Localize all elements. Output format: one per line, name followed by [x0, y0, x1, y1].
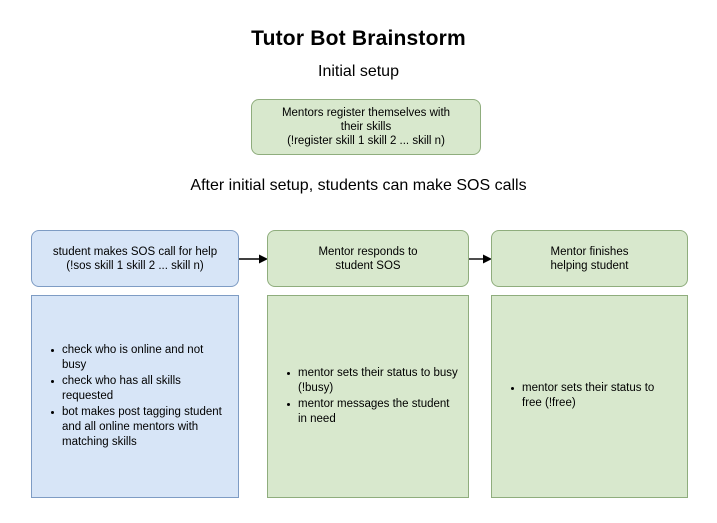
node-mentors-register: Mentors register themselves with their s… — [251, 99, 481, 155]
node-mentors-register-label: Mentors register themselves with their s… — [281, 107, 451, 147]
node-mentor-responds-label: Mentor responds to student SOS — [318, 245, 418, 272]
list-item: check who has all skills requested — [51, 374, 228, 404]
node-mentor-responds: Mentor responds to student SOS — [267, 230, 469, 287]
page-title: Tutor Bot Brainstorm — [251, 27, 466, 50]
node-student-sos-call: student makes SOS call for help (!sos sk… — [31, 230, 239, 287]
arrow-right-icon — [469, 254, 492, 264]
list-item: mentor sets their status to busy (!busy) — [287, 366, 458, 394]
subtitle-initial-setup: Initial setup — [318, 63, 399, 80]
bullet-list: mentor sets their status to free (!free) — [492, 381, 687, 412]
section-heading-sos-calls: After initial setup, students can make S… — [190, 177, 527, 194]
node-mentor-finishes-label: Mentor finishes helping student — [550, 245, 629, 272]
panel-mentor-busy: mentor sets their status to busy (!busy)… — [267, 295, 469, 498]
arrow-right-icon — [239, 254, 268, 264]
bullet-list: check who is online and not busy check w… — [32, 343, 238, 451]
panel-student-checks: check who is online and not busy check w… — [31, 295, 239, 498]
list-item: check who is online and not busy — [51, 343, 228, 373]
bullet-list: mentor sets their status to busy (!busy)… — [268, 366, 468, 428]
list-item: mentor messages the student in need — [287, 397, 458, 427]
panel-mentor-free: mentor sets their status to free (!free) — [491, 295, 688, 498]
node-mentor-finishes: Mentor finishes helping student — [491, 230, 688, 287]
list-item: bot makes post tagging student and all o… — [51, 405, 228, 450]
node-student-sos-call-label: student makes SOS call for help (!sos sk… — [52, 245, 218, 272]
list-item: mentor sets their status to free (!free) — [511, 381, 677, 411]
